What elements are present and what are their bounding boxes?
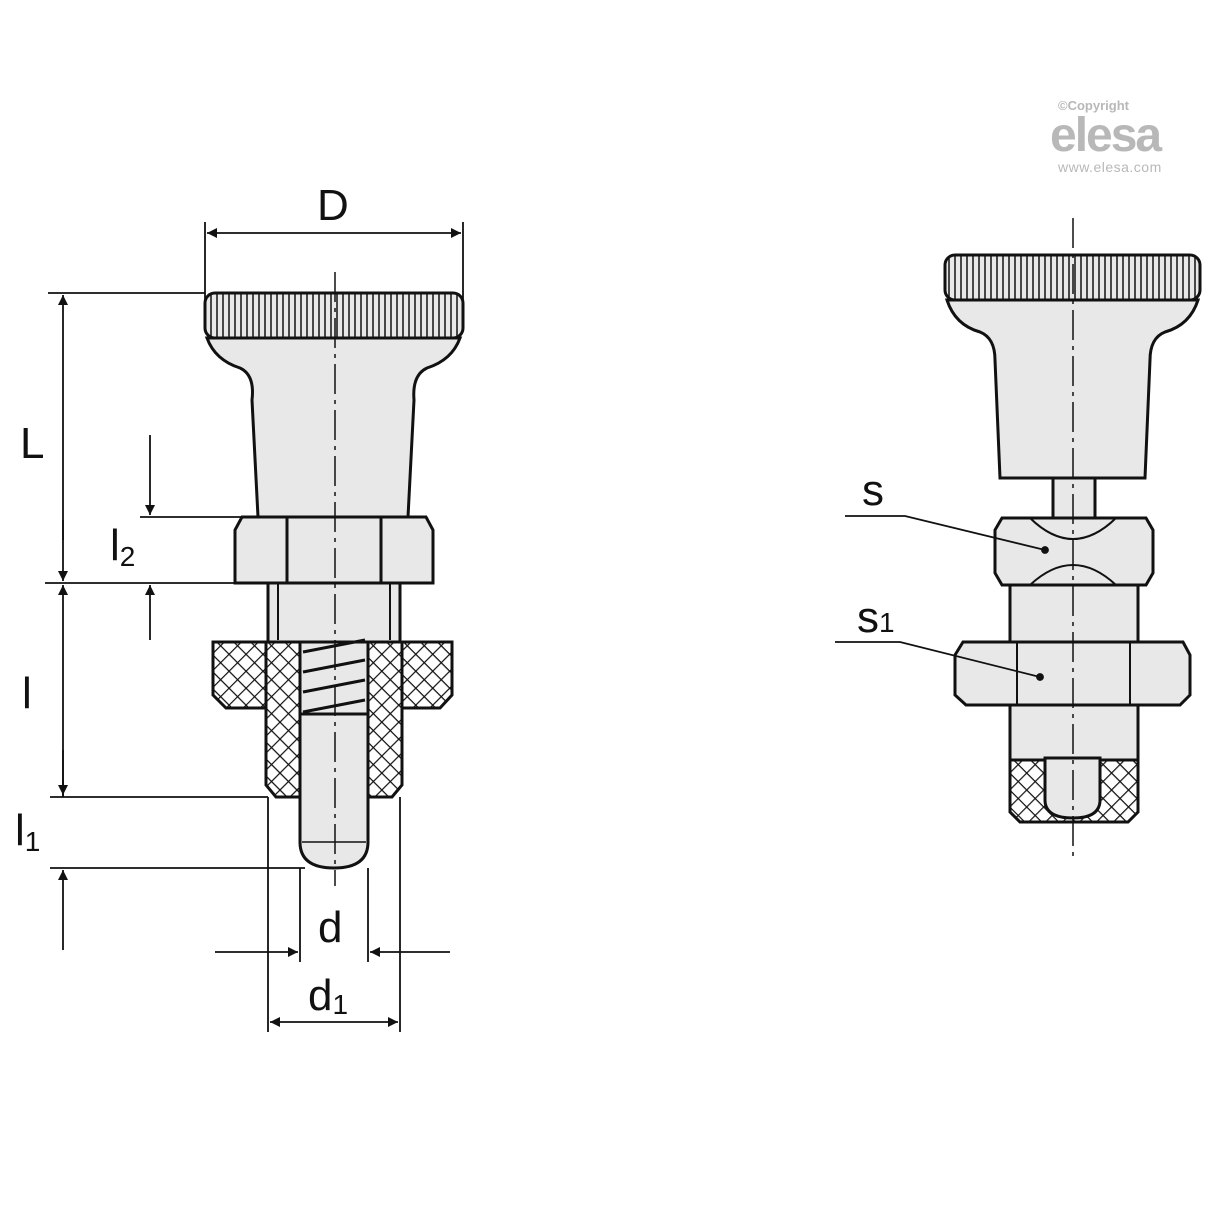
- label-D: D: [317, 181, 349, 230]
- label-d1: d1: [308, 971, 348, 1020]
- label-L: L: [20, 419, 44, 468]
- shaft-lower-right: [1008, 703, 1140, 764]
- right-labels: s s1: [857, 466, 895, 642]
- brand-text: elesa: [1050, 109, 1162, 162]
- website-url: www.elesa.com: [1058, 159, 1162, 175]
- right-leaders: [835, 515, 1049, 681]
- hex-nut-s1: [953, 640, 1192, 707]
- elesa-logo: ©Copyright elesa www.elesa.com: [1050, 98, 1210, 175]
- spring-icon: [302, 638, 366, 714]
- left-dimensions: [45, 222, 464, 1032]
- pin: [298, 712, 370, 870]
- left-labels: D L l2 l l1 d d1: [15, 181, 349, 1020]
- spring-cavity: [298, 640, 370, 716]
- copyright-text: ©Copyright: [1058, 98, 1129, 113]
- shaft: [266, 581, 402, 645]
- knob-body: [204, 336, 463, 519]
- hex-nut-s: [993, 516, 1155, 587]
- label-l1: l1: [15, 806, 40, 857]
- label-l: l: [22, 669, 32, 718]
- knob-body-right: [944, 298, 1201, 480]
- right-view: [943, 218, 1202, 862]
- left-view: [203, 272, 465, 886]
- shaft-right: [1008, 583, 1140, 644]
- label-l2: l2: [110, 521, 135, 572]
- knob-knurl: [203, 291, 465, 340]
- label-s: s: [862, 466, 884, 515]
- hex-nut: [233, 515, 435, 585]
- label-d: d: [318, 903, 342, 952]
- label-s1: s1: [857, 593, 895, 642]
- small-shaft: [1051, 476, 1097, 522]
